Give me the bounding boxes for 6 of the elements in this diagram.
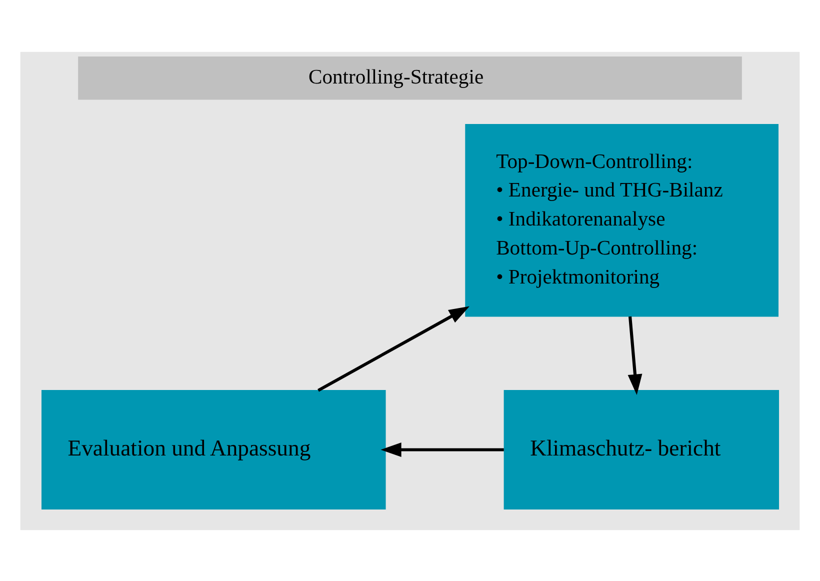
arrow (628, 316, 642, 394)
arrow (318, 306, 470, 392)
arrow (380, 442, 504, 456)
node-box: Evaluation und Anpassung (42, 389, 386, 510)
node-box: Klimaschutz- bericht (504, 389, 780, 510)
node-box: Top-Down-Controlling: • Energie- und THG-Bilanz • Indikatorenanalyse Bottom-Up-Controlling: • Projektmonitoring (465, 124, 778, 316)
